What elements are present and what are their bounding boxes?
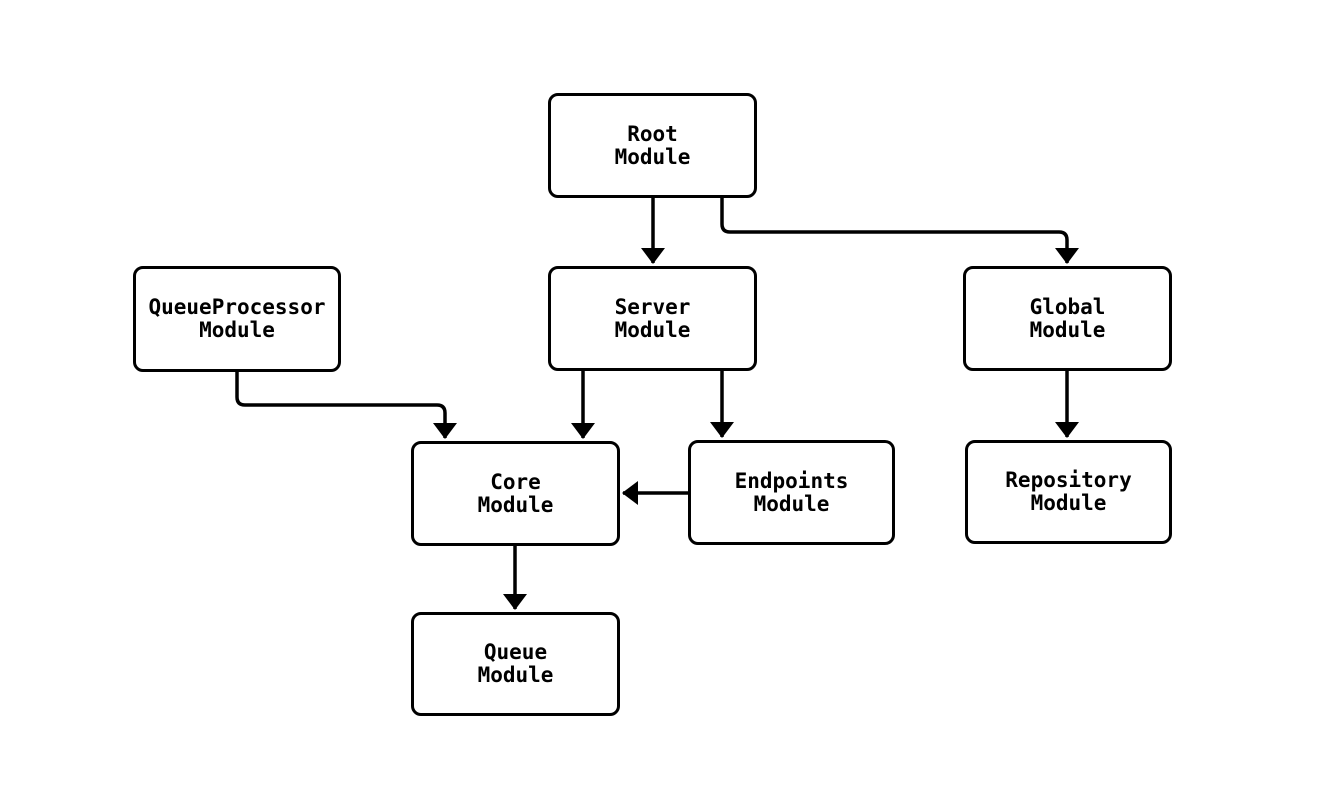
node-endpoints-module: Endpoints Module bbox=[688, 440, 895, 545]
node-root-module: Root Module bbox=[548, 93, 757, 198]
edge-root-to-global bbox=[720, 198, 1079, 264]
node-label: Server Module bbox=[614, 294, 691, 342]
node-global-module: Global Module bbox=[963, 266, 1172, 371]
node-label: Repository Module bbox=[1005, 468, 1132, 515]
node-queue-module: Queue Module bbox=[411, 612, 620, 716]
node-label: Root Module bbox=[614, 121, 691, 169]
node-label: Core Module bbox=[477, 469, 554, 517]
node-core-module: Core Module bbox=[411, 441, 620, 546]
node-label: Queue Module bbox=[477, 640, 554, 687]
node-repository-module: Repository Module bbox=[965, 440, 1172, 544]
edge-queueprocessor-to-core bbox=[235, 372, 457, 439]
node-queueprocessor-module: QueueProcessor Module bbox=[133, 266, 341, 372]
node-label: QueueProcessor Module bbox=[148, 295, 326, 342]
node-label: Global Module bbox=[1029, 294, 1106, 342]
node-label: Endpoints Module bbox=[734, 468, 849, 516]
node-server-module: Server Module bbox=[548, 266, 757, 371]
